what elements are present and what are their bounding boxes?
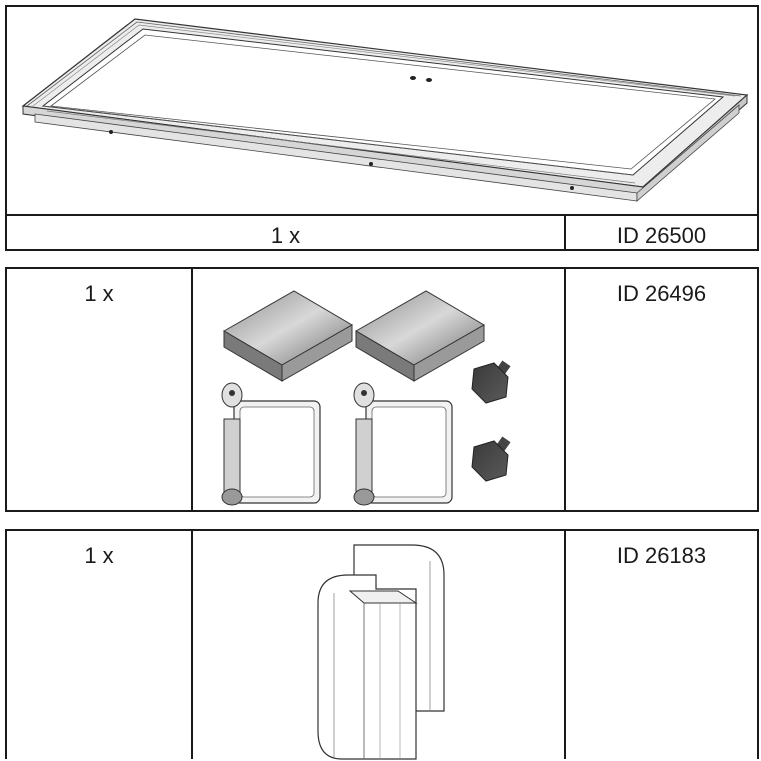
part-id-label: ID 26500 (616, 223, 707, 248)
quantity-label: 1 x (84, 543, 114, 568)
profile-illustration (317, 544, 445, 760)
quantity-label: 1 x (270, 223, 301, 248)
part-id-label: ID 26183 (616, 543, 707, 568)
frame-illustration (21, 18, 749, 202)
quantity-label: 1 x (84, 281, 114, 306)
hinge-set-illustration (221, 290, 511, 506)
part-table-frame: 1 x ID 26500 (5, 5, 759, 251)
part-table-profile: 1 x ID 26183 (5, 529, 759, 760)
part-table-hinges: 1 x ID 26496 (5, 267, 759, 512)
part-id-label: ID 26496 (616, 281, 707, 306)
